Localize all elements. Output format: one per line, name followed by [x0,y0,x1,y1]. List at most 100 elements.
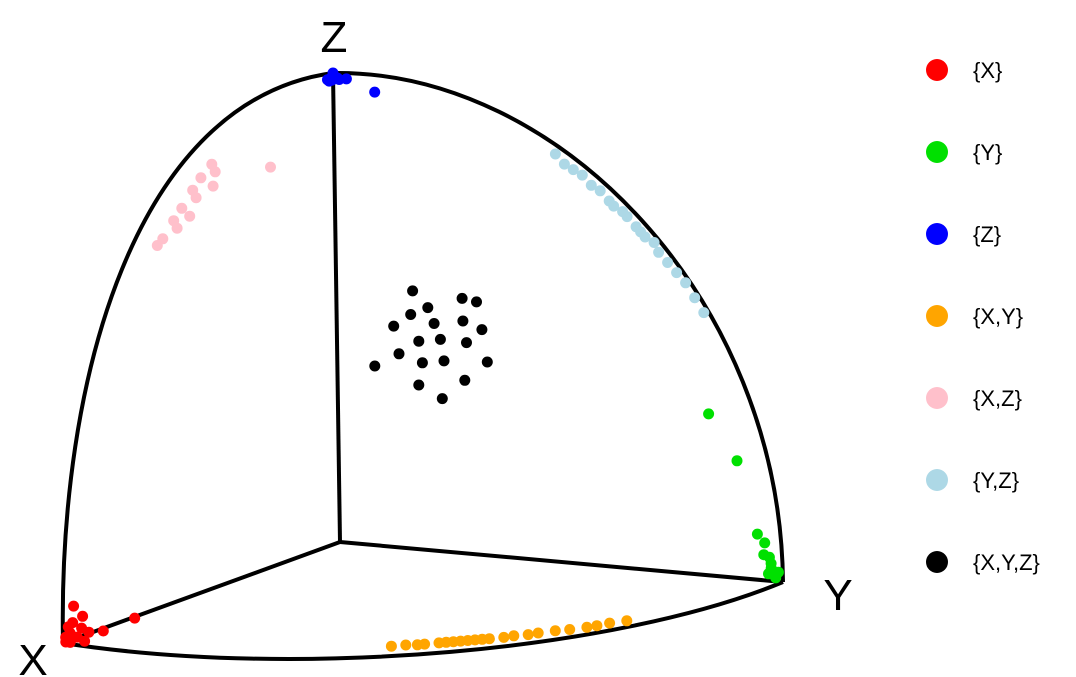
point-y-z-4 [585,179,597,191]
point-y-z-17 [680,277,692,289]
legend-label-x-y: {X,Y} [973,304,1023,329]
point-y-z-7 [608,200,620,212]
point-x-z-4 [184,210,196,222]
point-x-z-3 [168,215,180,227]
point-x-y-3 [419,638,431,650]
point-y-z-2 [567,164,579,176]
point-y-z-3 [576,169,588,181]
legend-marker-x-y-z [926,551,948,573]
point-y-z-1 [558,158,570,170]
point-z-8 [369,86,381,98]
legend-marker-x [926,59,948,81]
arc-x-to-z [60,71,334,644]
axis-line-x [62,540,341,645]
point-z-6 [323,75,335,87]
point-x-y-z-10 [393,348,405,360]
point-x-y-13 [508,630,520,642]
point-y-z-15 [662,257,674,268]
legend-marker-z [926,223,948,245]
point-x-y-z-18 [407,285,419,297]
point-x-y-14 [522,629,534,641]
point-y-7 [759,537,771,549]
point-y-z-16 [671,267,683,279]
legend-item-x: {X} [926,58,1002,83]
point-x-y-z-7 [476,324,488,336]
point-x-y-z-14 [413,379,425,391]
point-y-3 [763,568,774,580]
point-x-9 [97,625,109,637]
legend-label-z: {Z} [973,222,1001,247]
point-y-5 [765,558,777,569]
axis-label-y: Y [823,571,852,620]
point-y-10 [703,408,715,420]
point-x-y-20 [604,617,616,629]
point-x-y-z-12 [388,320,400,332]
point-x-y-11 [483,633,495,645]
arc-z-to-y [332,70,785,583]
point-x-y-18 [581,621,593,633]
point-x-z-12 [265,161,276,173]
legend-marker-y [926,141,948,163]
point-x-y-z-2 [413,335,425,347]
point-x-z-8 [207,180,219,192]
point-x-y-17 [564,624,576,635]
point-x-y-z-13 [481,356,493,368]
point-y-z-12 [639,231,651,243]
point-x-z-7 [187,184,199,196]
point-x-y-0 [385,640,397,652]
point-x-y-z-8 [438,355,450,367]
point-x-y-z-5 [428,318,440,329]
point-x-y-z-9 [422,302,434,314]
point-x-y-z-16 [459,374,471,386]
legend-item-z: {Z} [926,222,1001,247]
point-y-z-14 [653,246,665,258]
point-y-6 [758,549,770,561]
data-points [60,67,784,652]
point-x-z-9 [195,172,207,184]
point-x-6 [77,610,89,622]
point-y-z-19 [698,307,710,319]
point-x-y-z-4 [405,309,417,320]
point-x-y-15 [532,627,544,639]
point-x-13 [67,617,79,629]
legend-item-y: {Y} [926,140,1002,165]
point-x-y-16 [549,625,561,637]
legend-label-x: {X} [973,58,1002,83]
point-x-y-12 [498,631,510,643]
point-x-y-z-15 [471,296,482,308]
point-x-y-z-1 [461,337,472,349]
point-x-y-z-11 [456,292,468,304]
sphere-octant-frame [60,70,785,661]
point-x-y-1 [400,639,412,651]
point-y-z-13 [648,237,660,248]
legend-label-x-y-z: {X,Y,Z} [973,550,1040,575]
point-x-4 [79,635,91,647]
axis-label-z: Z [321,13,348,62]
point-x-10 [60,636,72,648]
axis-label-x: X [18,636,47,677]
point-y-z-9 [621,211,633,223]
point-x-y-19 [591,620,603,632]
point-y-9 [731,455,743,467]
point-y-8 [751,528,763,540]
point-x-y-z-0 [434,333,446,345]
point-x-y-z-3 [457,315,469,327]
legend-marker-x-z [926,387,948,409]
legend-label-y: {Y} [973,140,1002,165]
point-z-7 [340,73,352,85]
point-y-z-0 [549,148,561,160]
axis-line-z [331,72,342,543]
point-x-y-z-17 [369,360,381,372]
legend-marker-y-z [926,469,948,491]
legend-item-x-z: {X,Z} [926,386,1022,411]
point-x-12 [129,612,141,624]
legend-item-x-y-z: {X,Y,Z} [926,550,1040,575]
axis-line-y [339,540,784,584]
legend-item-y-z: {Y,Z} [926,468,1019,493]
point-x-z-5 [176,202,188,214]
point-x-11 [68,600,80,612]
point-x-y-z-6 [416,357,428,369]
legend-label-x-z: {X,Z} [973,386,1022,411]
point-x-y-z-19 [436,393,448,405]
